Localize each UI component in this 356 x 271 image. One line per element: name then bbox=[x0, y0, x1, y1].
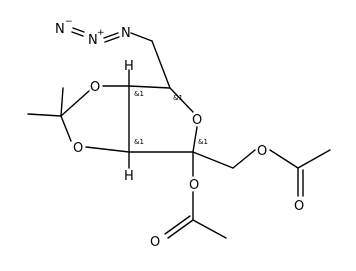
bond-cme2-olower bbox=[60, 115, 72, 142]
bond-oupper-cme2 bbox=[60, 90, 90, 117]
bond-n2-n3-b bbox=[104, 36, 120, 43]
h-bottom-label: H bbox=[124, 169, 134, 184]
ring-o-upper-label: O bbox=[90, 80, 100, 95]
stereo-label-layer: &1 &1 &1 &1 bbox=[134, 90, 208, 146]
bond-n3-ch2 bbox=[130, 32, 153, 42]
bond-ofuran-c1 bbox=[192, 126, 198, 153]
bond-c1-ch2b bbox=[192, 151, 234, 169]
bond-cme2-me2 bbox=[60, 87, 64, 117]
bond-n2-n3 bbox=[103, 32, 119, 39]
stereo-label-c4: &1 bbox=[173, 94, 183, 102]
stereo-label-c1: &1 bbox=[198, 138, 208, 146]
azide-n1-charge: − bbox=[65, 17, 73, 27]
bond-oester-ccarbonyl bbox=[269, 149, 299, 169]
bond-ccarbonyl-me bbox=[297, 149, 331, 169]
bond-cme2-me1 bbox=[27, 113, 62, 117]
bond-n1-n2-b bbox=[71, 31, 84, 37]
bond-olower-c2 bbox=[85, 146, 130, 153]
ester-o-direct-label: O bbox=[189, 178, 199, 193]
furan-o-label: O bbox=[192, 113, 202, 128]
bond-ccarbonyl2-o-double bbox=[164, 215, 191, 235]
ester-o-ch2-label: O bbox=[257, 144, 267, 159]
ring-o-lower-label: O bbox=[73, 141, 83, 156]
azide-n1-label: N bbox=[55, 22, 65, 37]
bond-ch2b-oester bbox=[232, 149, 256, 169]
ester-o-ch2-carbonyl-label: O bbox=[294, 199, 304, 214]
atom-label-layer: N − N + N O O O H H O O O O bbox=[55, 17, 304, 250]
azide-n2-label: N bbox=[88, 33, 98, 48]
bond-c4-ofuran bbox=[169, 87, 194, 113]
bond-layer bbox=[27, 27, 331, 239]
bond-ccarbonyl2-me bbox=[192, 219, 227, 239]
bond-ccarbonyl2-o bbox=[167, 219, 194, 239]
bond-c3-c4 bbox=[128, 85, 171, 89]
bond-n1-n2 bbox=[72, 27, 85, 33]
ester-o-direct-carbonyl-label: O bbox=[150, 235, 160, 250]
h-top-label: H bbox=[124, 59, 134, 74]
azide-n2-charge: + bbox=[97, 28, 105, 38]
azide-n3-label: N bbox=[121, 26, 131, 41]
stereo-label-c3: &1 bbox=[134, 90, 144, 98]
bond-ch2-c4 bbox=[151, 40, 171, 89]
stereo-label-c2: &1 bbox=[134, 138, 144, 146]
